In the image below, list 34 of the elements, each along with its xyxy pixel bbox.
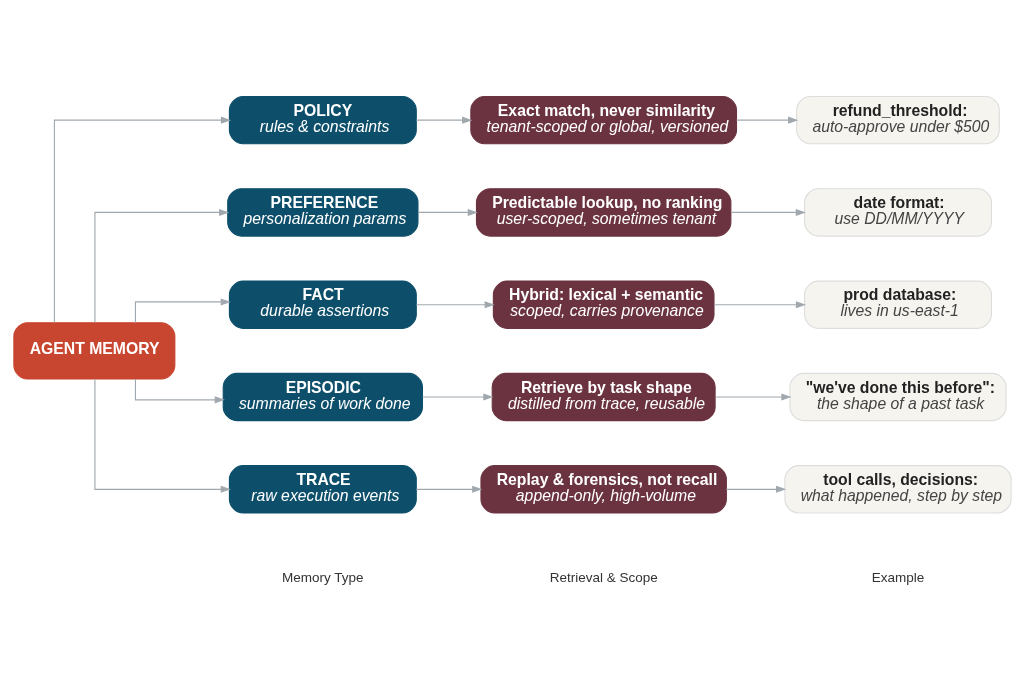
node-box: FACT durable assertions xyxy=(228,280,417,329)
node-box: prod database: lives in us-east-1 xyxy=(803,280,992,329)
node-box: Exact match, never similarity tenant-scoped or global, versioned xyxy=(469,95,737,144)
node-box: Hybrid: lexical + semantic scoped, carries provenance xyxy=(492,280,715,329)
arrow xyxy=(53,116,231,323)
node-box: Replay & forensics, not recall append-only, high-volume xyxy=(479,464,727,514)
node-box: Retrieve by task shape distilled from trace, reusable xyxy=(491,372,716,421)
label: Example xyxy=(871,569,924,585)
arrow xyxy=(417,208,478,216)
node-box: refund_threshold: auto-approve under $500 xyxy=(795,95,1000,144)
arrow xyxy=(93,208,229,323)
arrow xyxy=(714,392,791,401)
node-box: EPISODIC summaries of work done xyxy=(222,372,423,421)
arrow xyxy=(725,485,786,493)
node-box: AGENT MEMORY xyxy=(12,321,175,380)
arrow xyxy=(93,378,231,493)
node-box: tool calls, decisions: what happened, step by step xyxy=(783,464,1012,514)
arrow xyxy=(415,116,472,124)
arrow xyxy=(134,378,225,403)
label: Retrieval & Scope xyxy=(549,569,658,585)
arrow xyxy=(415,300,495,308)
arrow xyxy=(415,485,482,493)
label: Memory Type xyxy=(281,569,364,585)
arrow xyxy=(735,116,798,124)
arrow xyxy=(730,208,806,216)
arrow xyxy=(134,297,231,323)
node-box: POLICY rules & constraints xyxy=(228,95,417,144)
node-box: date format: use DD/MM/YYYY xyxy=(803,187,992,237)
node-box: Predictable lookup, no ranking user-scoped, sometimes tenant xyxy=(475,187,731,237)
arrow xyxy=(421,392,493,401)
node-box: PREFERENCE personalization params xyxy=(226,187,418,237)
arrow xyxy=(713,300,806,308)
node-box: "we've done this before": the shape of a past task xyxy=(788,372,1007,421)
node-box: TRACE raw execution events xyxy=(228,464,417,514)
